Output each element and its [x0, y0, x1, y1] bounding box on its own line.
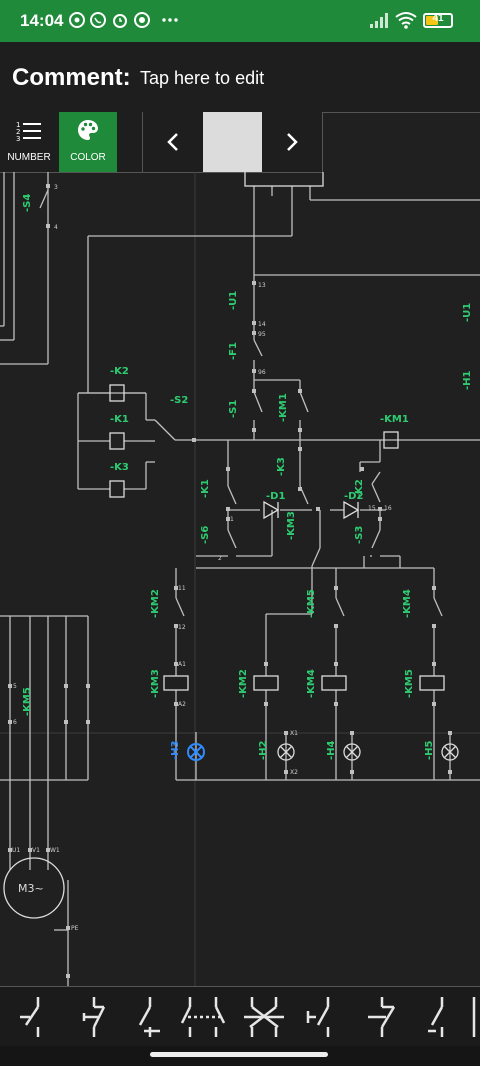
label-s4: -S4 [22, 194, 33, 212]
chevron-left-icon [167, 133, 178, 151]
changeover-contact-icon[interactable] [180, 993, 228, 1041]
label-km5c: -KM5 [22, 687, 33, 716]
next-color-button[interactable] [262, 112, 323, 172]
label-k3b: -K3 [276, 457, 287, 476]
home-indicator[interactable] [150, 1052, 328, 1057]
label-km4: -KM4 [402, 589, 413, 618]
gallery-icon [69, 12, 85, 28]
label-km2: -KM2 [150, 589, 161, 618]
label-s3: -S3 [354, 526, 365, 544]
palette-icon [78, 120, 98, 140]
color-button-label: COLOR [70, 152, 106, 163]
pin-11: 11 [178, 585, 186, 592]
pin-2: 2 [218, 555, 222, 562]
label-u1-right: -U1 [462, 303, 473, 322]
navigation-bar [0, 1046, 480, 1066]
comment-bar[interactable]: Comment: Tap here to edit [0, 42, 480, 113]
label-u1: -U1 [228, 291, 239, 310]
label-k1b: -K1 [200, 479, 211, 498]
pin-12: 12 [178, 624, 186, 631]
svg-text:1: 1 [16, 121, 20, 129]
pin-4: 4 [54, 224, 58, 231]
symbol-palette [0, 986, 480, 1047]
label-k3: -K3 [110, 462, 129, 473]
pin-14: 14 [258, 321, 266, 328]
pin-w1: W1 [50, 847, 60, 854]
pin-u1: U1 [12, 847, 20, 854]
signal-icon [370, 13, 388, 28]
nc-contact-icon[interactable] [68, 993, 116, 1041]
label-k2: -K2 [110, 366, 129, 377]
label-s1: -S1 [228, 400, 239, 418]
pin-v1: V1 [32, 847, 40, 854]
label-h1-right: -H1 [462, 370, 473, 390]
pin-96: 96 [258, 369, 266, 376]
battery-icon: 41 [423, 13, 453, 28]
schematic-diagram: -S4 -U1 -F1 -S1 -KM1 -KM1 -K2 -K1 -K3 -S… [0, 172, 480, 986]
label-k1: -K1 [110, 414, 129, 425]
label-s6: -S6 [200, 526, 211, 544]
label-km4b: -KM4 [306, 669, 317, 698]
number-button[interactable]: 1 2 3 NUMBER [0, 112, 58, 172]
color-swatch[interactable] [203, 112, 262, 172]
svg-text:2: 2 [16, 128, 20, 136]
comment-label: Comment: [12, 64, 131, 91]
label-km1: -KM1 [278, 393, 289, 422]
label-km5: -KM5 [306, 589, 317, 618]
previous-color-button[interactable] [142, 112, 203, 172]
status-time: 14:04 [20, 11, 64, 30]
label-h3: -H3 [170, 740, 181, 760]
whatsapp-icon [90, 12, 106, 28]
label-km5b: -KM5 [404, 669, 415, 698]
pin-x1: X1 [290, 730, 298, 737]
schematic-canvas[interactable]: -S4 -U1 -F1 -S1 -KM1 -KM1 -K2 -K1 -K3 -S… [0, 172, 480, 986]
label-f1: -F1 [228, 342, 239, 360]
svg-text:3: 3 [16, 135, 20, 142]
chrome-icon [134, 12, 150, 28]
label-h5: -H5 [424, 740, 435, 760]
label-km2b: -KM2 [238, 669, 249, 698]
timed-contact-icon[interactable] [124, 993, 172, 1041]
label-k2b: -K2 [354, 479, 365, 498]
pin-5: 5 [13, 683, 17, 690]
double-contact-icon[interactable] [240, 993, 288, 1041]
alarm-icon [113, 14, 127, 28]
chevron-right-icon [287, 133, 298, 151]
no-contact-icon[interactable] [8, 993, 56, 1041]
pin-13: 13 [258, 282, 266, 289]
label-km3: -KM3 [150, 669, 161, 698]
pin-pe: PE [71, 925, 79, 932]
toolbar: 1 2 3 NUMBER COLOR [0, 112, 323, 173]
label-h2: -H2 [258, 740, 269, 760]
pin-a2: A2 [178, 701, 186, 708]
label-d1: -D1 [266, 491, 285, 502]
pin-1: 1 [230, 516, 234, 523]
status-bar: 14:04 41 [0, 0, 480, 42]
pin-x2: X2 [290, 769, 298, 776]
number-button-label: NUMBER [7, 152, 51, 163]
color-button[interactable]: COLOR [59, 112, 117, 172]
label-km1-coil: -KM1 [380, 414, 409, 425]
nc-timed-contact-icon[interactable] [356, 993, 404, 1041]
label-km3a: -KM3 [286, 511, 297, 540]
label-d2: -D2 [344, 491, 363, 502]
label-motor: M3~ [18, 882, 44, 895]
pin-15: 15 [368, 505, 376, 512]
label-s2: -S2 [170, 395, 188, 406]
more-icon [162, 18, 178, 22]
pin-6: 6 [13, 719, 17, 726]
numbered-list-icon: 1 2 3 [16, 121, 41, 142]
pushbutton-contact-icon[interactable] [300, 993, 348, 1041]
label-h4: -H4 [326, 740, 337, 760]
pin-95: 95 [258, 331, 266, 338]
wifi-icon [395, 12, 417, 29]
pin-3: 3 [54, 184, 58, 191]
pin-a1: A1 [178, 661, 186, 668]
comment-input[interactable]: Tap here to edit [140, 68, 265, 88]
partial-contact-icon[interactable] [460, 993, 480, 1041]
battery-level: 41 [432, 13, 444, 24]
pin-16: 16 [384, 505, 392, 512]
limit-switch-icon[interactable] [414, 993, 462, 1041]
